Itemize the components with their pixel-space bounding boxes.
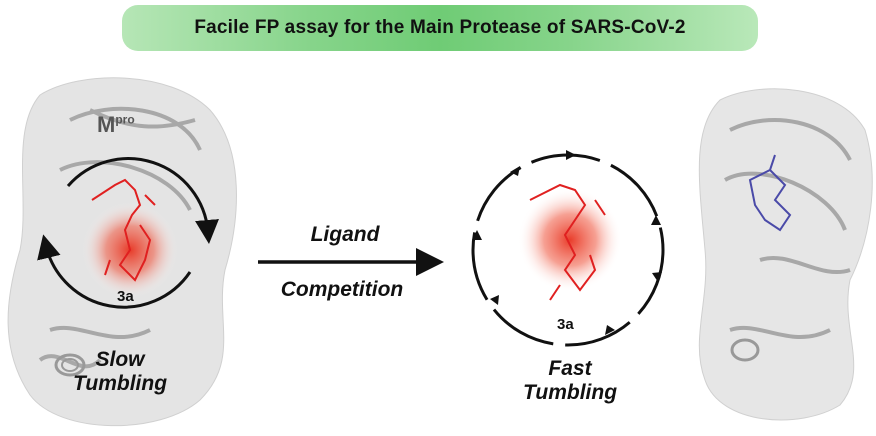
- rotation-arrow-bottom: [37, 234, 192, 309]
- tumbling-label-middle: Tumbling: [522, 381, 618, 405]
- protein-label-main: M: [97, 112, 116, 137]
- rotation-arrowheads: [472, 150, 662, 335]
- slow-label: Slow: [95, 348, 145, 371]
- arrow-label-ligand: Ligand: [310, 223, 380, 246]
- protein-complex-right: [698, 88, 873, 421]
- tumbling-label-left: Tumbling: [72, 372, 168, 396]
- probe-ligand-left: [91, 178, 156, 282]
- protein-label-sup: pro: [115, 112, 135, 127]
- fluorescence-glow-middle: [518, 188, 622, 292]
- ligand-label-left: 3a: [117, 288, 134, 305]
- ligand-label-middle: 3a: [557, 316, 574, 333]
- arrow-label-competition: Competition: [280, 278, 404, 301]
- title-text: Facile FP assay for the Main Protease of…: [194, 17, 686, 38]
- fast-label: Fast: [548, 357, 592, 380]
- protein-label-mpro: Mpro: [97, 112, 135, 138]
- title-banner: Facile FP assay for the Main Protease of…: [122, 5, 758, 51]
- probe-ligand-free: [529, 183, 606, 301]
- rotation-arrow-top: [66, 157, 219, 244]
